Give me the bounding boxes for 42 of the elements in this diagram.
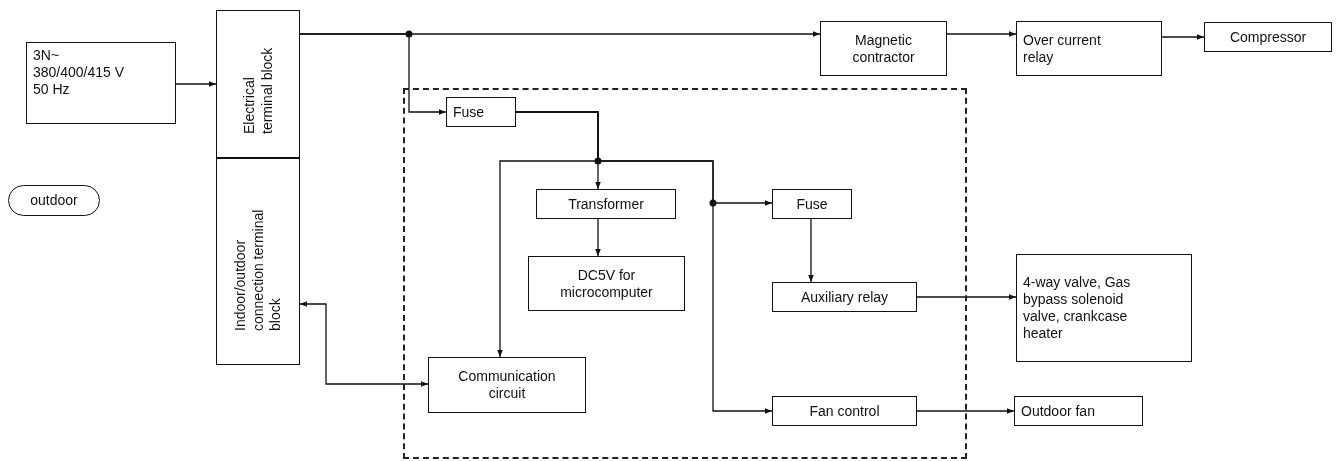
process-box [216, 10, 300, 159]
process-box [1014, 396, 1143, 426]
process-box [528, 256, 685, 311]
box-label: Fuse [453, 103, 485, 121]
box-label: Over current relay [1023, 31, 1102, 66]
arrow [175, 81, 217, 87]
process-box [446, 97, 516, 127]
box-label: 4-way valve, Gas bypass solenoid valve, crankcase heater [1023, 274, 1132, 342]
process-box [428, 357, 586, 413]
arrow [916, 294, 1017, 300]
box-label: Indoor/outdoor connection terminal block [231, 208, 284, 331]
box-label: Compressor [1229, 28, 1307, 46]
arrow [946, 31, 1017, 37]
process-box [1204, 22, 1332, 52]
process-box [26, 42, 176, 124]
box-label: Electrical terminal block [240, 46, 275, 134]
process-box [1016, 254, 1192, 362]
process-box [1016, 21, 1162, 76]
box-label: Auxiliary relay [800, 288, 889, 306]
box-label: 3N~ 380/400/415 V 50 Hz [33, 47, 125, 98]
arrow [299, 33, 447, 115]
process-box [536, 189, 676, 219]
dashed-boundary-box [403, 88, 967, 459]
arrow [595, 218, 601, 257]
box-label: Fan control [809, 402, 880, 420]
process-box [216, 157, 300, 365]
arrow [808, 218, 814, 283]
box-label: Transformer [568, 195, 644, 213]
box-label: Communication circuit [457, 368, 557, 402]
box-label: DC5V for microcomputer [559, 266, 654, 301]
box-label: Magnetic contractor [851, 31, 916, 66]
arrow [916, 408, 1015, 414]
process-box [820, 21, 947, 76]
process-box [772, 189, 852, 219]
arrow [515, 111, 773, 414]
box-label: Outdoor fan [1021, 402, 1095, 420]
arrow [299, 301, 429, 387]
process-box [772, 282, 917, 312]
box-label: Fuse [796, 195, 828, 213]
process-box [772, 396, 917, 426]
box-label: outdoor [30, 192, 78, 209]
arrow [1161, 34, 1205, 40]
